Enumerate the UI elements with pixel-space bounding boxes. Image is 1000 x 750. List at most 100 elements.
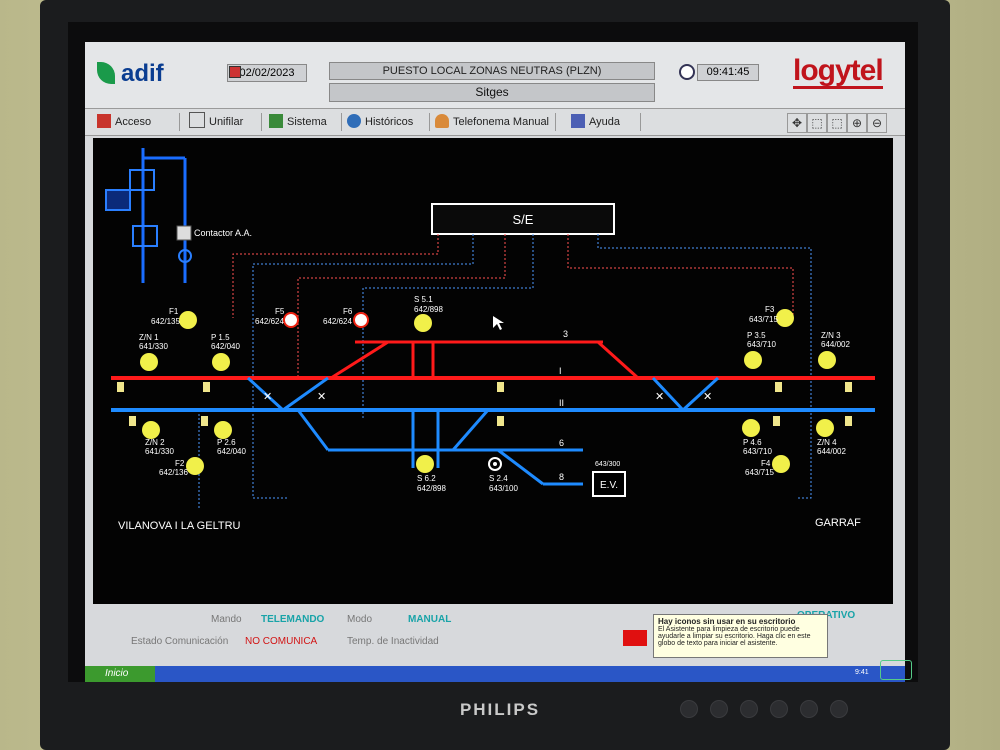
zn4-status-icon[interactable] xyxy=(816,419,834,437)
screen: adif 02/02/2023 PUESTO LOCAL ZONAS NEUTR… xyxy=(85,42,905,682)
unifilar-button[interactable]: Unifilar xyxy=(189,112,243,132)
svg-text:642/898: 642/898 xyxy=(414,305,443,314)
feeder-links xyxy=(198,234,812,508)
p46-status-icon[interactable] xyxy=(742,419,760,437)
svg-text:Z/N 2: Z/N 2 xyxy=(145,438,165,447)
svg-text:642/040: 642/040 xyxy=(217,447,246,456)
substation-label: S/E xyxy=(513,212,534,227)
fit-view-icon[interactable]: ⬚ xyxy=(827,113,847,133)
monitor-button[interactable] xyxy=(770,700,788,718)
status-markers xyxy=(140,309,836,475)
svg-text:F3: F3 xyxy=(765,305,775,314)
sistema-button[interactable]: Sistema xyxy=(269,112,327,132)
acceso-button[interactable]: Acceso xyxy=(97,112,151,132)
svg-text:643/710: 643/710 xyxy=(743,447,772,456)
monitor-button[interactable] xyxy=(710,700,728,718)
zn3-status-icon[interactable] xyxy=(818,351,836,369)
logytel-logo: logytel xyxy=(793,54,884,89)
ev-label: E.V. xyxy=(600,480,618,491)
f4-status-icon[interactable] xyxy=(772,455,790,473)
contactor-label: Contactor A.A. xyxy=(194,228,252,238)
track-diagram-svg: Contactor A.A. S/E 3 I xyxy=(105,148,875,532)
mouse-cursor-icon xyxy=(493,316,504,330)
substation-box[interactable] xyxy=(431,203,615,235)
temp-inactividad-label: Temp. de Inactividad xyxy=(347,636,439,647)
ev-box[interactable] xyxy=(592,471,626,497)
telefonema-button[interactable]: Telefonema Manual xyxy=(435,112,549,132)
svg-text:F6: F6 xyxy=(343,307,353,316)
acceso-label: Acceso xyxy=(115,116,152,128)
pan-icon[interactable]: ✥ xyxy=(787,113,807,133)
switch-connector xyxy=(596,340,640,380)
modo-label: Modo xyxy=(347,614,373,625)
svg-text:641/330: 641/330 xyxy=(145,447,174,456)
p35-status-icon[interactable] xyxy=(744,351,762,369)
zoom-area-icon[interactable]: ⬚ xyxy=(807,113,827,133)
track-signals xyxy=(117,382,852,426)
svg-text:642/624: 642/624 xyxy=(323,317,352,326)
zn2-status-icon[interactable] xyxy=(142,421,160,439)
calendar-icon[interactable] xyxy=(229,66,241,78)
f5-breaker-icon[interactable] xyxy=(283,312,299,328)
svg-text:642/136: 642/136 xyxy=(159,468,188,477)
track-8-branch xyxy=(497,448,544,486)
zoom-in-icon[interactable]: ⊕ xyxy=(847,113,867,133)
monitor-button[interactable] xyxy=(800,700,818,718)
f1-status-icon[interactable] xyxy=(179,311,197,329)
svg-text:Z/N 1: Z/N 1 xyxy=(139,333,159,342)
track-6-branch xyxy=(296,409,330,451)
toolbar-divider xyxy=(555,113,556,131)
mando-value[interactable]: TELEMANDO xyxy=(261,614,325,625)
zoom-out-icon[interactable]: ⊖ xyxy=(867,113,887,133)
f6-breaker-icon[interactable] xyxy=(353,312,369,328)
monitor-button[interactable] xyxy=(680,700,698,718)
track-6-label: 6 xyxy=(559,438,564,448)
help-book-icon xyxy=(571,114,585,128)
time-display: 09:41:45 xyxy=(697,64,759,81)
svg-text:Z/N 4: Z/N 4 xyxy=(817,438,837,447)
crossovers xyxy=(246,376,720,412)
f3-status-icon[interactable] xyxy=(776,309,794,327)
modo-value[interactable]: MANUAL xyxy=(408,614,452,625)
estado-value: NO COMUNICA xyxy=(245,636,318,647)
historicos-label: Históricos xyxy=(365,116,414,128)
s62-status-icon[interactable] xyxy=(416,455,434,473)
p15-status-icon[interactable] xyxy=(212,353,230,371)
notification-balloon[interactable]: Hay iconos sin usar en su escritorio El … xyxy=(653,614,828,658)
contactor-icon[interactable] xyxy=(176,225,192,241)
adif-logo: adif xyxy=(97,60,164,88)
svg-text:F1: F1 xyxy=(169,307,179,316)
mando-label: Mando xyxy=(211,614,242,625)
svg-text:F2: F2 xyxy=(175,459,185,468)
svg-text:P 4.6: P 4.6 xyxy=(743,438,762,447)
ayuda-button[interactable]: Ayuda xyxy=(571,112,620,132)
alarm-indicator[interactable] xyxy=(623,630,647,646)
unifilar-icon xyxy=(189,112,205,128)
svg-text:643/710: 643/710 xyxy=(747,340,776,349)
monitor-power-button[interactable] xyxy=(830,700,848,718)
track-8-label: 8 xyxy=(559,472,564,482)
zn1-status-icon[interactable] xyxy=(140,353,158,371)
s51-status-icon[interactable] xyxy=(414,314,432,332)
disconnector-s24-icon[interactable] xyxy=(488,457,502,471)
svg-text:F4: F4 xyxy=(761,459,771,468)
f2-status-icon[interactable] xyxy=(186,457,204,475)
start-button[interactable]: Inicio xyxy=(85,666,155,682)
track-II-label: II xyxy=(559,398,564,408)
svg-text:642/624: 642/624 xyxy=(255,317,284,326)
person-icon xyxy=(435,114,449,128)
monitor-button[interactable] xyxy=(740,700,758,718)
toolbar-divider xyxy=(179,113,180,131)
p26-status-icon[interactable] xyxy=(214,421,232,439)
svg-text:641/330: 641/330 xyxy=(139,342,168,351)
svg-text:642/135: 642/135 xyxy=(151,317,180,326)
sistema-label: Sistema xyxy=(287,116,327,128)
svg-text:Z/N 3: Z/N 3 xyxy=(821,331,841,340)
svg-text:642/898: 642/898 xyxy=(417,484,446,493)
rectifier-icon xyxy=(105,189,131,211)
svg-text:F5: F5 xyxy=(275,307,285,316)
switch-connector xyxy=(330,340,389,380)
track-diagram: Contactor A.A. S/E 3 I xyxy=(93,138,893,604)
svg-text:643/715: 643/715 xyxy=(749,315,778,324)
historicos-button[interactable]: Históricos xyxy=(347,112,413,132)
